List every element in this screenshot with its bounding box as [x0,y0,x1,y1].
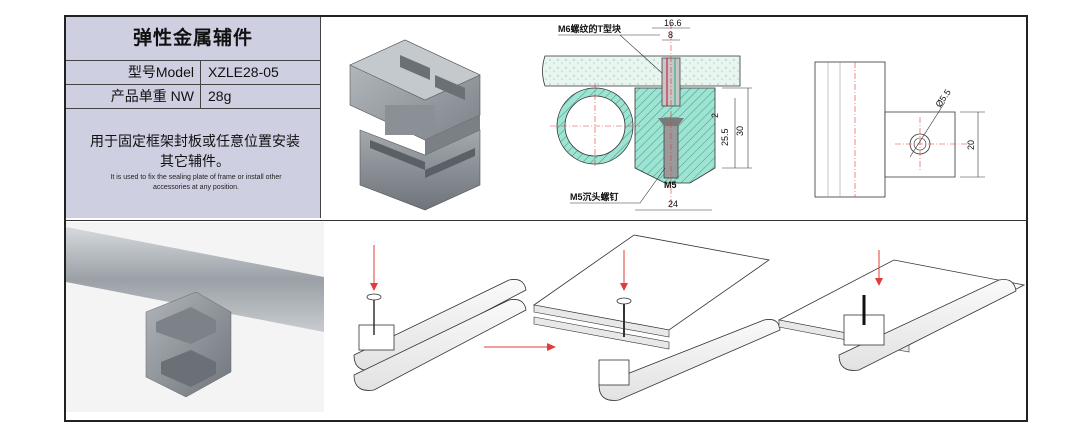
product-title: 弹性金属辅件 [66,17,320,61]
step-3 [777,250,1026,371]
screw-size: M5 [664,180,677,190]
weight-row: 产品单重 NW 28g [66,85,320,109]
nut-label: M6螺纹的T型块 [558,23,622,34]
part-render [349,39,481,211]
dim-30: 30 [735,126,745,136]
model-row: 型号Model XZLE28-05 [66,61,320,85]
weight-value: 28g [208,88,232,104]
screw-label: M5沉头螺钉 [570,191,619,202]
dim-2: 2 [710,113,720,118]
dim-25-5: 25.5 [720,128,730,146]
dim-phi: Ø5.5 [933,87,952,109]
model-label: 型号Model [66,61,201,84]
weight-label: 产品单重 NW [66,85,201,108]
description-cn: 用于固定框架封板或任意位置安装其它辅件。 [90,133,300,169]
row-divider [64,220,1028,221]
dim-16-6: 16.6 [664,18,682,28]
dim-24: 24 [668,199,678,209]
outer-frame [64,15,1028,422]
step-2 [532,234,781,401]
side-view: Ø5.5 20 [814,61,985,198]
assembly-photo [66,222,324,412]
install-steps [353,234,1026,401]
section-drawing: 16.6 8 M6螺纹的T型块 25.5 30 2 M5 M5沉头螺钉 24 [542,18,752,211]
description-en: It is used to fix the sealing plate of f… [110,174,282,191]
dim-20: 20 [966,140,976,150]
dim-8: 8 [668,30,673,40]
model-value: XZLE28-05 [208,64,279,80]
step-1 [353,245,527,391]
spec-panel: 弹性金属辅件 型号Model XZLE28-05 产品单重 NW 28g 用于固… [66,17,321,218]
